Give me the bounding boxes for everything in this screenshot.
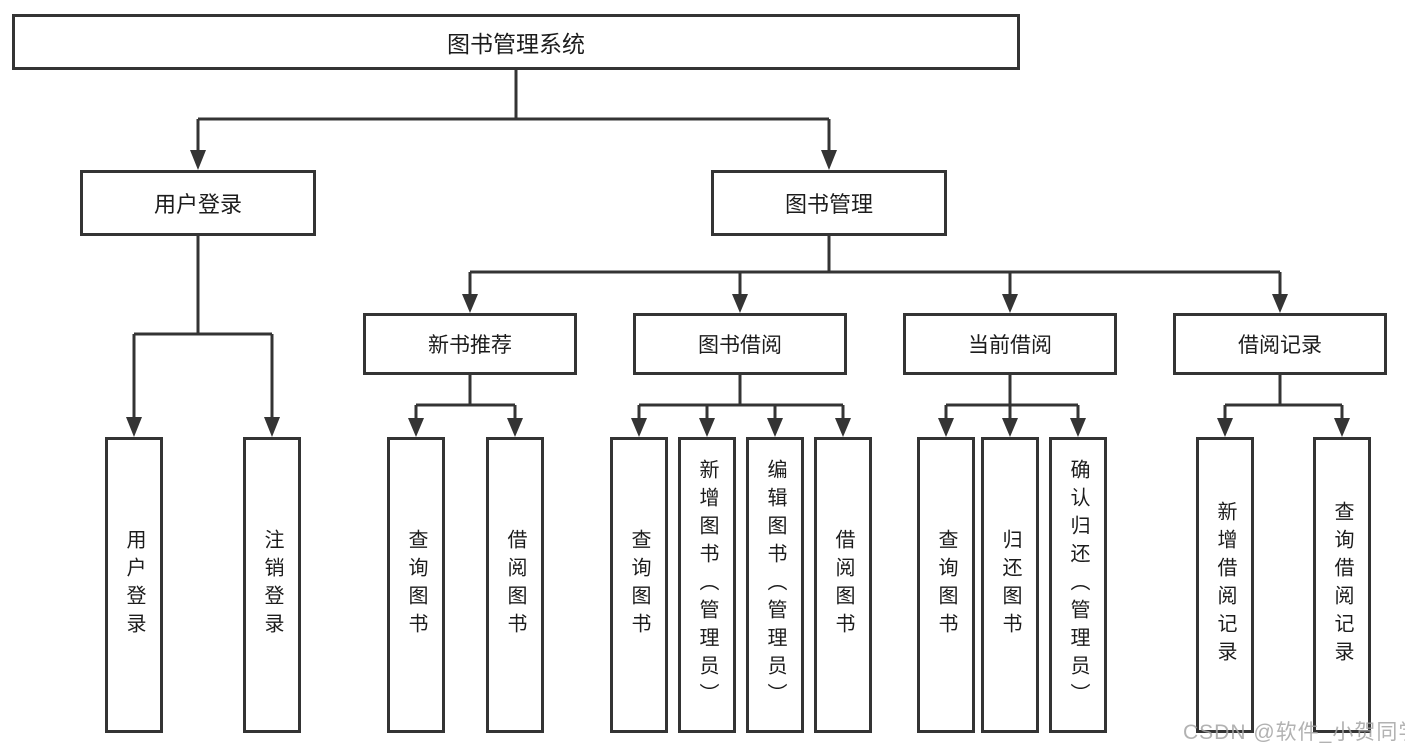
leaf-current-query-books-label: 查询图书 — [935, 529, 957, 641]
connector-book-borrowing-split — [631, 375, 851, 437]
node-root-label: 图书管理系统 — [447, 31, 585, 57]
leaf-borrowing-edit-books-admin-label: 编辑图书（管理员） — [764, 459, 786, 711]
leaf-recommend-query-books-label: 查询图书 — [405, 529, 427, 641]
node-current-borrowing-label: 当前借阅 — [968, 334, 1052, 357]
node-new-book-recommend-label: 新书推荐 — [428, 334, 512, 357]
node-borrowing-records-label: 借阅记录 — [1238, 334, 1322, 357]
node-new-book-recommend: 新书推荐 — [363, 313, 577, 375]
node-book-management: 图书管理 — [711, 170, 947, 236]
leaf-recommend-query-books: 查询图书 — [387, 437, 445, 733]
leaf-user-login-label: 用户登录 — [123, 529, 145, 641]
leaf-records-add-record: 新增借阅记录 — [1196, 437, 1254, 733]
leaf-records-query-record: 查询借阅记录 — [1313, 437, 1371, 733]
node-user-login: 用户登录 — [80, 170, 316, 236]
leaf-current-return-books: 归还图书 — [981, 437, 1039, 733]
leaf-logout-label: 注销登录 — [261, 529, 283, 641]
leaf-borrowing-borrow-books: 借阅图书 — [814, 437, 872, 733]
leaf-current-confirm-return-admin: 确认归还（管理员） — [1049, 437, 1107, 733]
leaf-records-query-record-label: 查询借阅记录 — [1331, 501, 1353, 669]
connector-book-management-split — [462, 236, 1288, 313]
leaf-logout: 注销登录 — [243, 437, 301, 733]
leaf-current-return-books-label: 归还图书 — [999, 529, 1021, 641]
node-user-login-label: 用户登录 — [153, 192, 242, 217]
leaf-borrowing-query-books-label: 查询图书 — [628, 529, 650, 641]
node-borrowing-records: 借阅记录 — [1173, 313, 1387, 375]
connector-new-book-recommend-split — [408, 375, 523, 437]
node-book-borrowing-label: 图书借阅 — [698, 334, 782, 357]
leaf-user-login: 用户登录 — [105, 437, 163, 733]
node-book-borrowing: 图书借阅 — [633, 313, 847, 375]
leaf-borrowing-add-books-admin-label: 新增图书（管理员） — [696, 459, 718, 711]
leaf-borrowing-borrow-books-label: 借阅图书 — [832, 529, 854, 641]
leaf-recommend-borrow-books-label: 借阅图书 — [504, 529, 526, 641]
node-root-system: 图书管理系统 — [12, 14, 1020, 70]
connector-current-borrowing-split — [938, 375, 1086, 437]
csdn-watermark: CSDN @软件_小贺同学 — [1183, 721, 1405, 744]
leaf-recommend-borrow-books: 借阅图书 — [486, 437, 544, 733]
leaf-current-query-books: 查询图书 — [917, 437, 975, 733]
connector-user-login-split — [126, 236, 280, 437]
leaf-current-confirm-return-admin-label: 确认归还（管理员） — [1067, 459, 1089, 711]
node-current-borrowing: 当前借阅 — [903, 313, 1117, 375]
leaf-borrowing-query-books: 查询图书 — [610, 437, 668, 733]
leaf-borrowing-edit-books-admin: 编辑图书（管理员） — [746, 437, 804, 733]
leaf-records-add-record-label: 新增借阅记录 — [1214, 501, 1236, 669]
node-book-management-label: 图书管理 — [784, 192, 873, 217]
connector-root-split — [190, 70, 837, 170]
leaf-borrowing-add-books-admin: 新增图书（管理员） — [678, 437, 736, 733]
connector-borrowing-records-split — [1217, 375, 1350, 437]
